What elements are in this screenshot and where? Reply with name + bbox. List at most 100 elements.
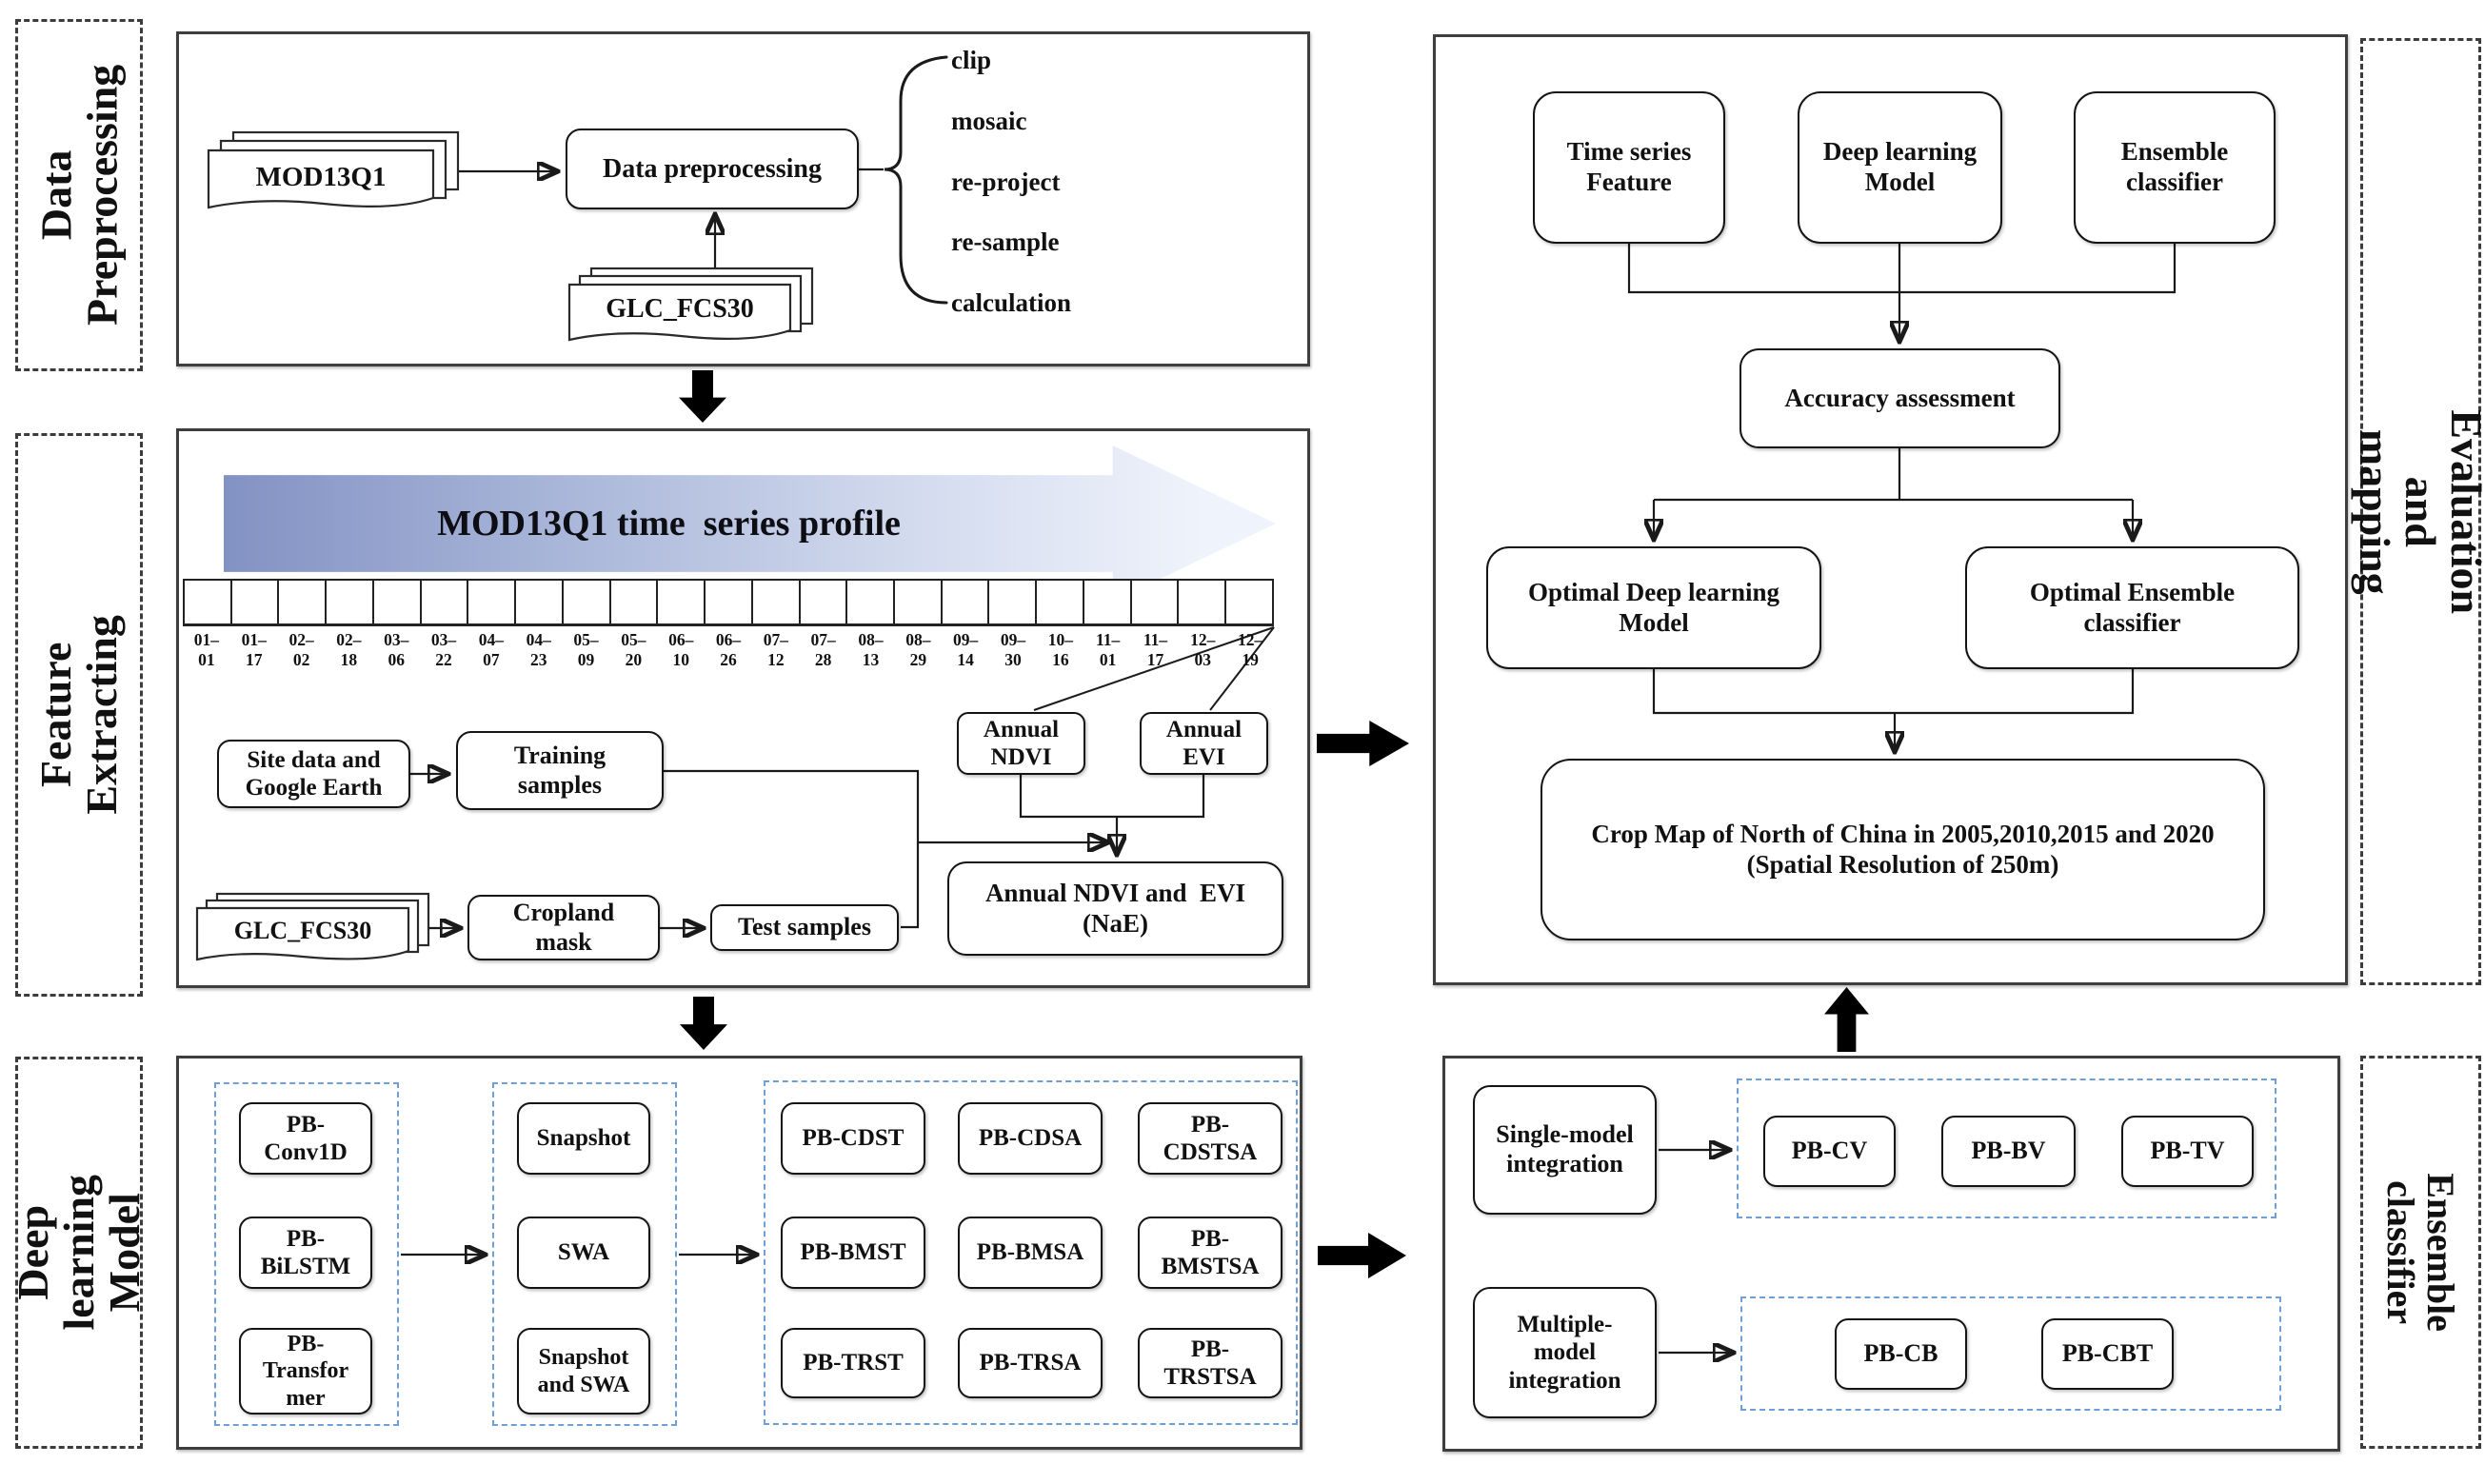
- timeline-date-label: 08– 29: [905, 630, 931, 669]
- crop-map-box: Crop Map of North of China in 2005,2010,…: [1541, 759, 2265, 940]
- timeline-cell: [185, 581, 230, 623]
- timeline-cell: [277, 581, 325, 623]
- timeline-cell: [987, 581, 1035, 623]
- input-ensemble-classifier-box: Ensemble classifier: [2074, 91, 2276, 244]
- doc-label: MOD13Q1: [256, 162, 387, 192]
- model-box: PB- Transfor mer: [239, 1328, 372, 1415]
- timeline-date-label: 03– 22: [430, 630, 457, 669]
- timeline-date-label: 04– 07: [478, 630, 504, 669]
- timeline-cell: [704, 581, 751, 623]
- combo-box: PB- BMSTSA: [1138, 1217, 1282, 1289]
- strategy-box: SWA: [517, 1217, 650, 1289]
- timeline-date-label: 05– 09: [573, 630, 599, 669]
- timeline-cell: [1129, 581, 1178, 623]
- ensemble-chip: PB-TV: [2121, 1116, 2254, 1187]
- optimal-ensemble-box: Optimal Ensemble classifier: [1965, 546, 2299, 669]
- timeline-date-label: 12– 19: [1238, 630, 1263, 669]
- rail-deep-learning-model: Deep learning Model: [9, 1057, 149, 1449]
- timeline-banner-label: MOD13Q1 time series profile: [437, 504, 901, 544]
- timeline-date-label: 08– 13: [858, 630, 884, 669]
- timeline-cell: [1035, 581, 1083, 623]
- timeline-strip: [183, 579, 1274, 626]
- annual-evi-box: Annual EVI: [1140, 712, 1268, 775]
- timeline-labels: 01– 01 01– 17 02– 02 02– 18 03– 06 03– 22 04– …: [183, 630, 1274, 674]
- dl-combos-group: [764, 1080, 1298, 1425]
- timeline-date-label: 11– 17: [1143, 630, 1168, 669]
- timeline-date-label: 10– 16: [1047, 630, 1073, 669]
- timeline-cell: [750, 581, 799, 623]
- test-samples-box: Test samples: [710, 904, 899, 951]
- timeline-cell: [325, 581, 372, 623]
- operation-label: mosaic: [951, 106, 1027, 135]
- dl-strategies-group: [492, 1082, 677, 1426]
- input-deep-learning-model-box: Deep learning Model: [1798, 91, 2002, 244]
- timeline-date-label: 02– 18: [336, 630, 362, 669]
- timeline-cell: [608, 581, 657, 623]
- ensemble-chip: PB-CBT: [2041, 1318, 2174, 1390]
- timeline-cell: [371, 581, 420, 623]
- timeline-date-label: 09– 30: [1000, 630, 1026, 669]
- combo-box: PB- CDSTSA: [1138, 1102, 1282, 1175]
- rail-evaluation-mapping: Evaluation and mapping: [2352, 38, 2485, 985]
- accuracy-assessment-box: Accuracy assessment: [1740, 348, 2060, 448]
- timeline-cell: [798, 581, 846, 623]
- document-stack-icon: MOD13Q1: [207, 130, 460, 209]
- timeline-date-label: 03– 06: [384, 630, 409, 669]
- model-box: PB- BiLSTM: [239, 1217, 372, 1289]
- combo-box: PB-CDST: [781, 1102, 925, 1175]
- rail-ensemble-classifier: Ensemble classifier: [2360, 1056, 2481, 1449]
- timeline-cell: [656, 581, 704, 623]
- combo-box: PB-CDSA: [958, 1102, 1103, 1175]
- timeline-cell: [514, 581, 562, 623]
- timeline-date-label: 02– 02: [288, 630, 314, 669]
- annual-ndvi-box: Annual NDVI: [957, 712, 1085, 775]
- model-box: PB- Conv1D: [239, 1102, 372, 1175]
- combo-box: PB-BMSA: [958, 1217, 1103, 1289]
- strategy-box: Snapshot and SWA: [517, 1328, 650, 1415]
- timeline-date-label: 05– 20: [621, 630, 646, 669]
- timeline-cell: [1224, 581, 1272, 623]
- combo-box: PB- TRSTSA: [1138, 1328, 1282, 1398]
- timeline-date-label: 01– 17: [241, 630, 267, 669]
- combo-box: PB-BMST: [781, 1217, 925, 1289]
- timeline-cell: [940, 581, 988, 623]
- operation-label: re-sample: [951, 228, 1060, 257]
- multiple-model-integration-box: Multiple- model integration: [1473, 1287, 1657, 1418]
- timeline-date-label: 04– 23: [526, 630, 551, 669]
- multiple-integration-group: [1740, 1296, 2281, 1411]
- operation-list: clip mosaic re-project re-sample calcula…: [951, 46, 1161, 318]
- single-model-integration-box: Single-model integration: [1473, 1085, 1657, 1215]
- nae-box: Annual NDVI and EVI (NaE): [947, 861, 1283, 956]
- timeline-date-label: 07– 12: [763, 630, 788, 669]
- timeline-cell: [229, 581, 278, 623]
- rail-data-preprocessing: Data Preprocessing: [15, 19, 143, 371]
- ensemble-chip: PB-BV: [1941, 1116, 2076, 1187]
- input-time-series-feature-box: Time series Feature: [1533, 91, 1725, 244]
- timeline-date-label: 01– 01: [193, 630, 220, 669]
- operation-label: calculation: [951, 288, 1071, 317]
- timeline-cell: [467, 581, 514, 623]
- timeline-date-label: 07– 28: [810, 630, 836, 669]
- training-samples-box: Training samples: [456, 731, 664, 810]
- cropland-mask-box: Cropland mask: [467, 895, 660, 960]
- site-data-box: Site data and Google Earth: [217, 740, 410, 808]
- combo-box: PB-TRSA: [958, 1328, 1103, 1398]
- timeline-date-label: 09– 14: [953, 630, 979, 669]
- timeline-cell: [1177, 581, 1224, 623]
- rail-feature-extracting: Feature Extracting: [15, 433, 143, 997]
- single-integration-group: [1737, 1078, 2276, 1218]
- timeline-date-label: 06– 10: [668, 630, 694, 669]
- combo-box: PB-TRST: [781, 1328, 925, 1398]
- timeline-cell: [1082, 581, 1130, 623]
- operation-label: re-project: [951, 167, 1061, 196]
- document-stack-icon: GLC_FCS30: [567, 267, 814, 342]
- strategy-box: Snapshot: [517, 1102, 650, 1175]
- timeline-cell: [561, 581, 609, 623]
- timeline-date-label: 06– 26: [715, 630, 742, 669]
- timeline-cell: [893, 581, 941, 623]
- data-preprocessing-box: Data preprocessing: [566, 129, 859, 209]
- ensemble-chip: PB-CB: [1835, 1318, 1967, 1390]
- optimal-deep-learning-box: Optimal Deep learning Model: [1486, 546, 1821, 669]
